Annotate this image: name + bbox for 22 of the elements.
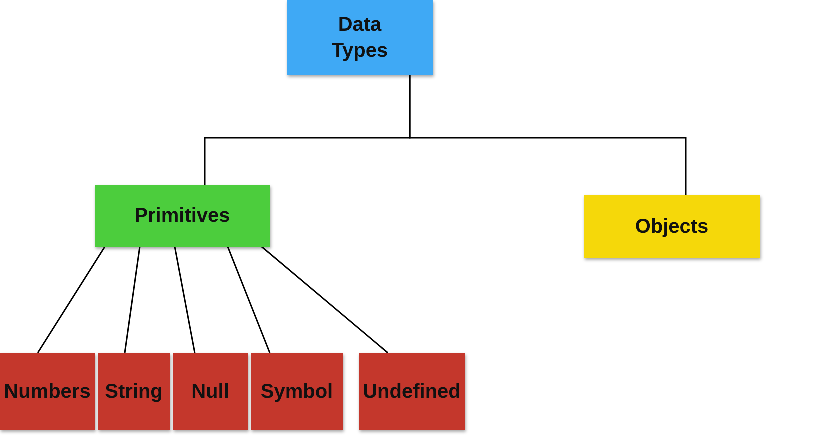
type-box bbox=[359, 353, 465, 430]
node-label: Numbers bbox=[4, 380, 91, 404]
node-label: Objects bbox=[635, 214, 709, 240]
type-box bbox=[98, 353, 170, 430]
node-label: Data Types bbox=[330, 12, 390, 64]
type-box bbox=[0, 353, 95, 430]
root-box bbox=[287, 0, 433, 75]
node-label: String bbox=[105, 380, 163, 404]
category-box bbox=[584, 195, 760, 258]
connector-line bbox=[37, 246, 106, 354]
type-box bbox=[251, 353, 343, 430]
node-label: Undefined bbox=[363, 380, 461, 404]
connector-line bbox=[227, 246, 271, 354]
connector-line bbox=[409, 75, 687, 195]
category-box bbox=[95, 185, 270, 247]
connector-line bbox=[124, 246, 141, 354]
node-label: Null bbox=[192, 380, 230, 404]
connector-line bbox=[262, 246, 388, 354]
node-label: Symbol bbox=[260, 380, 334, 404]
connector-line bbox=[174, 246, 196, 354]
type-box bbox=[173, 353, 248, 430]
node-label: Primitives bbox=[134, 204, 230, 229]
